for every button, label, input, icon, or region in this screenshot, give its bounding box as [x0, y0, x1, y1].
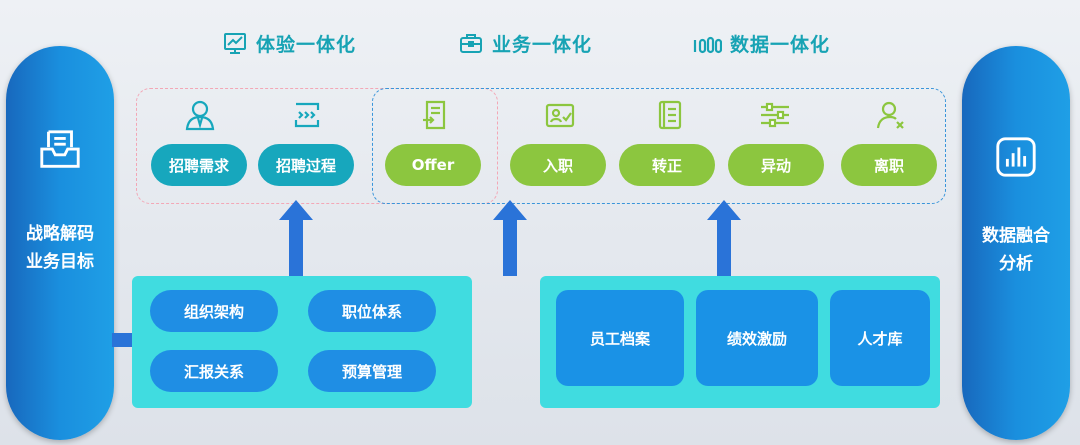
org-foundation-box: 组织架构 职位体系 汇报关系 预算管理 [132, 276, 472, 408]
up-arrow-middle [493, 200, 527, 276]
chart-board-icon [224, 33, 246, 54]
foundation-talent-pool[interactable]: 人才库 [830, 290, 930, 386]
data-foundation-box: 员工档案 绩效激励 人才库 [540, 276, 940, 408]
foundation-budget[interactable]: 预算管理 [308, 350, 436, 392]
foundation-reporting[interactable]: 汇报关系 [150, 350, 278, 392]
id-card-icon [543, 98, 577, 132]
foundation-employee-records[interactable]: 员工档案 [556, 290, 684, 386]
document-arrow-icon [418, 98, 452, 132]
category-business: 业务一体化 [458, 28, 592, 58]
stage-pill-offer[interactable]: Offer [385, 144, 481, 186]
right-pillar: 数据融合 分析 [962, 46, 1070, 440]
stage-pill-recruit-demand[interactable]: 招聘需求 [151, 144, 247, 186]
inbox-tray-icon [40, 130, 80, 168]
foundation-position-system[interactable]: 职位体系 [308, 290, 436, 332]
process-arrows-icon [290, 98, 324, 132]
right-pillar-line1: 数据融合 [982, 226, 1050, 246]
category-experience: 体验一体化 [222, 28, 356, 58]
left-pillar: 战略解码 业务目标 [6, 46, 114, 440]
sliders-icon [758, 98, 792, 132]
left-pillar-line1: 战略解码 [26, 224, 94, 244]
foundation-org-structure[interactable]: 组织架构 [150, 290, 278, 332]
category-label: 体验一体化 [256, 33, 357, 56]
bar-chart-icon [996, 137, 1036, 177]
foundation-performance[interactable]: 绩效激励 [696, 290, 818, 386]
up-arrow-left [279, 200, 313, 276]
stage-pill-onboard[interactable]: 入职 [510, 144, 606, 186]
category-label: 数据一体化 [730, 33, 831, 56]
recruiter-icon [183, 98, 217, 132]
category-data: 数据一体化 [692, 28, 830, 58]
stage-pill-recruit-process[interactable]: 招聘过程 [258, 144, 354, 186]
right-pillar-line2: 分析 [999, 254, 1033, 274]
experience-frame [136, 88, 498, 204]
stage-pill-transfer[interactable]: 异动 [728, 144, 824, 186]
stage-pill-regularize[interactable]: 转正 [619, 144, 715, 186]
up-arrow-right [707, 200, 741, 276]
notebook-icon [652, 98, 686, 132]
data-bars-icon [693, 36, 722, 54]
user-remove-icon [874, 98, 908, 132]
stage-pill-resign[interactable]: 离职 [841, 144, 937, 186]
category-label: 业务一体化 [492, 33, 593, 56]
left-pillar-line2: 业务目标 [26, 252, 94, 272]
briefcase-icon [460, 34, 482, 53]
business-frame [372, 88, 946, 204]
